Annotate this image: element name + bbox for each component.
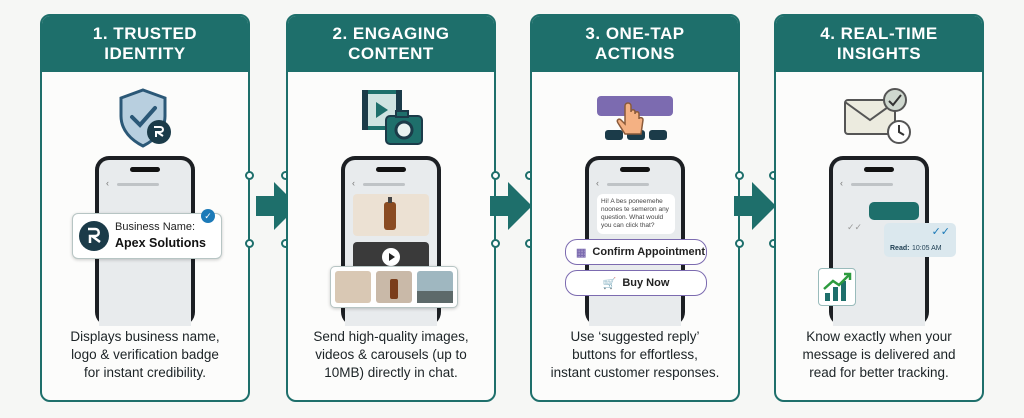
card-title: 4. REAL-TIME INSIGHTS: [776, 16, 982, 72]
carousel-image[interactable]: [417, 271, 453, 303]
business-name-value: Apex Solutions: [115, 236, 206, 250]
arrow-right-icon: [256, 180, 298, 237]
phone-notch: [376, 167, 406, 172]
tap-button-icon: [532, 82, 738, 162]
phone-notch: [864, 167, 894, 172]
business-badge: Business Name: Apex Solutions ✓: [72, 209, 222, 259]
card-description: Send high-quality images, videos & carou…: [313, 329, 469, 380]
media-camera-icon: [288, 82, 494, 162]
confirm-appointment-button[interactable]: ▦ Confirm Appointment: [565, 239, 707, 265]
cart-icon: 🛒: [602, 277, 617, 290]
arrow-right-icon: [490, 180, 532, 237]
business-name-label: Business Name:: [115, 221, 196, 233]
sent-message-bubble: [869, 202, 919, 220]
arrow-right-icon: [734, 180, 776, 237]
product-image: [353, 194, 429, 236]
card-real-time-insights: 4. REAL-TIME INSIGHTS ‹ ✓✓ ✓✓ Read: 10:0…: [774, 14, 984, 402]
envelope-check-clock-icon: [776, 82, 982, 162]
connector-dot: [491, 239, 500, 248]
read-receipt: ✓✓ Read: 10:05 AM: [884, 223, 956, 257]
image-carousel[interactable]: [330, 266, 458, 308]
card-title: 1. TRUSTED IDENTITY: [42, 16, 248, 72]
connector-dot: [491, 171, 500, 180]
connector-dot: [735, 239, 744, 248]
card-trusted-identity: 1. TRUSTED IDENTITY ‹ Displays business …: [40, 14, 250, 402]
reply-label: Confirm Appointment: [592, 246, 706, 258]
connector-dot: [245, 171, 254, 180]
growth-chart-icon: [818, 268, 856, 306]
header-bar: [117, 183, 159, 186]
back-chevron-icon: ‹: [596, 178, 599, 188]
read-label: Read:: [890, 245, 910, 252]
carousel-image[interactable]: [335, 271, 371, 303]
back-chevron-icon: ‹: [840, 178, 843, 188]
card-title: 2. ENGAGING CONTENT: [288, 16, 494, 72]
play-icon[interactable]: [382, 248, 400, 266]
connector-dot: [245, 239, 254, 248]
verified-check-icon: ✓: [201, 209, 215, 223]
read-check-icon: ✓✓: [931, 226, 950, 238]
connector-dot: [735, 171, 744, 180]
card-engaging-content: 2. ENGAGING CONTENT ‹: [286, 14, 496, 402]
header-bar: [363, 183, 405, 186]
card-title: 3. ONE-TAP ACTIONS: [532, 16, 738, 72]
carousel-image[interactable]: [376, 271, 412, 303]
reply-label: Buy Now: [622, 277, 670, 289]
delivered-check-icon: ✓✓: [847, 222, 863, 232]
read-time: 10:05 AM: [912, 245, 942, 252]
card-one-tap-actions: 3. ONE-TAP ACTIONS ‹ Hi! A bes poneemehe…: [530, 14, 740, 402]
calendar-icon: ▦: [576, 246, 587, 259]
chat-message: Hi! A bes poneemehe noones te semeron an…: [597, 194, 675, 234]
back-chevron-icon: ‹: [106, 178, 109, 188]
card-description: Displays business name, logo & verificat…: [70, 329, 220, 380]
buy-now-button[interactable]: 🛒 Buy Now: [565, 270, 707, 296]
back-chevron-icon: ‹: [352, 178, 355, 188]
header-bar: [607, 183, 649, 186]
phone-notch: [130, 167, 160, 172]
business-logo-icon: [79, 221, 109, 251]
card-description: Use ‘suggested reply’ buttons for effort…: [550, 329, 720, 380]
header-bar: [851, 183, 893, 186]
phone-notch: [620, 167, 650, 172]
card-description: Know exactly when your message is delive…: [802, 329, 956, 380]
shield-check-icon: [42, 82, 248, 162]
